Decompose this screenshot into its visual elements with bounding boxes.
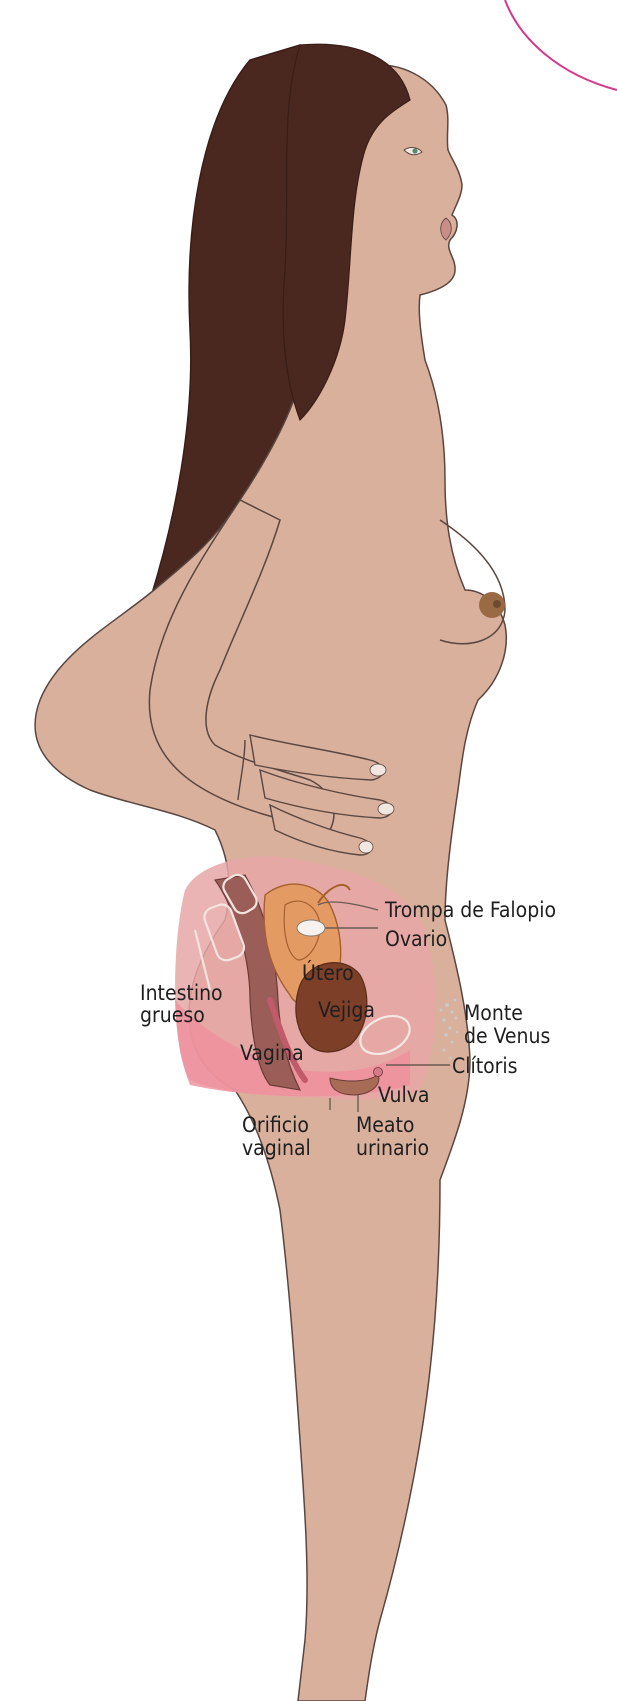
- nipple: [479, 592, 505, 618]
- label-orificio-line1: Orificio: [242, 1113, 309, 1137]
- label-orificio-line2: vaginal: [242, 1136, 311, 1160]
- label-clitoris: Clítoris: [452, 1054, 518, 1078]
- label-ovario: Ovario: [385, 927, 447, 951]
- label-intestino-line2: grueso: [140, 1003, 205, 1027]
- label-utero: Útero: [302, 960, 354, 985]
- nipple-center: [493, 600, 501, 608]
- label-vagina: Vagina: [240, 1041, 304, 1065]
- ovary: [297, 920, 325, 936]
- label-meato-line1: Meato: [356, 1113, 414, 1137]
- clitoris: [374, 1068, 383, 1077]
- label-trompa-de-falopio: Trompa de Falopio: [384, 898, 556, 922]
- label-intestino-line1: Intestino: [140, 981, 223, 1005]
- label-meato-line2: urinario: [356, 1136, 429, 1160]
- decorative-pink-arc-icon: [505, 0, 617, 90]
- label-vulva: Vulva: [378, 1083, 429, 1107]
- label-monte-line1: Monte: [464, 1001, 523, 1025]
- eye-iris: [412, 148, 417, 153]
- label-monte-line2: de Venus: [464, 1024, 550, 1048]
- label-vejiga: Vejiga: [318, 998, 375, 1022]
